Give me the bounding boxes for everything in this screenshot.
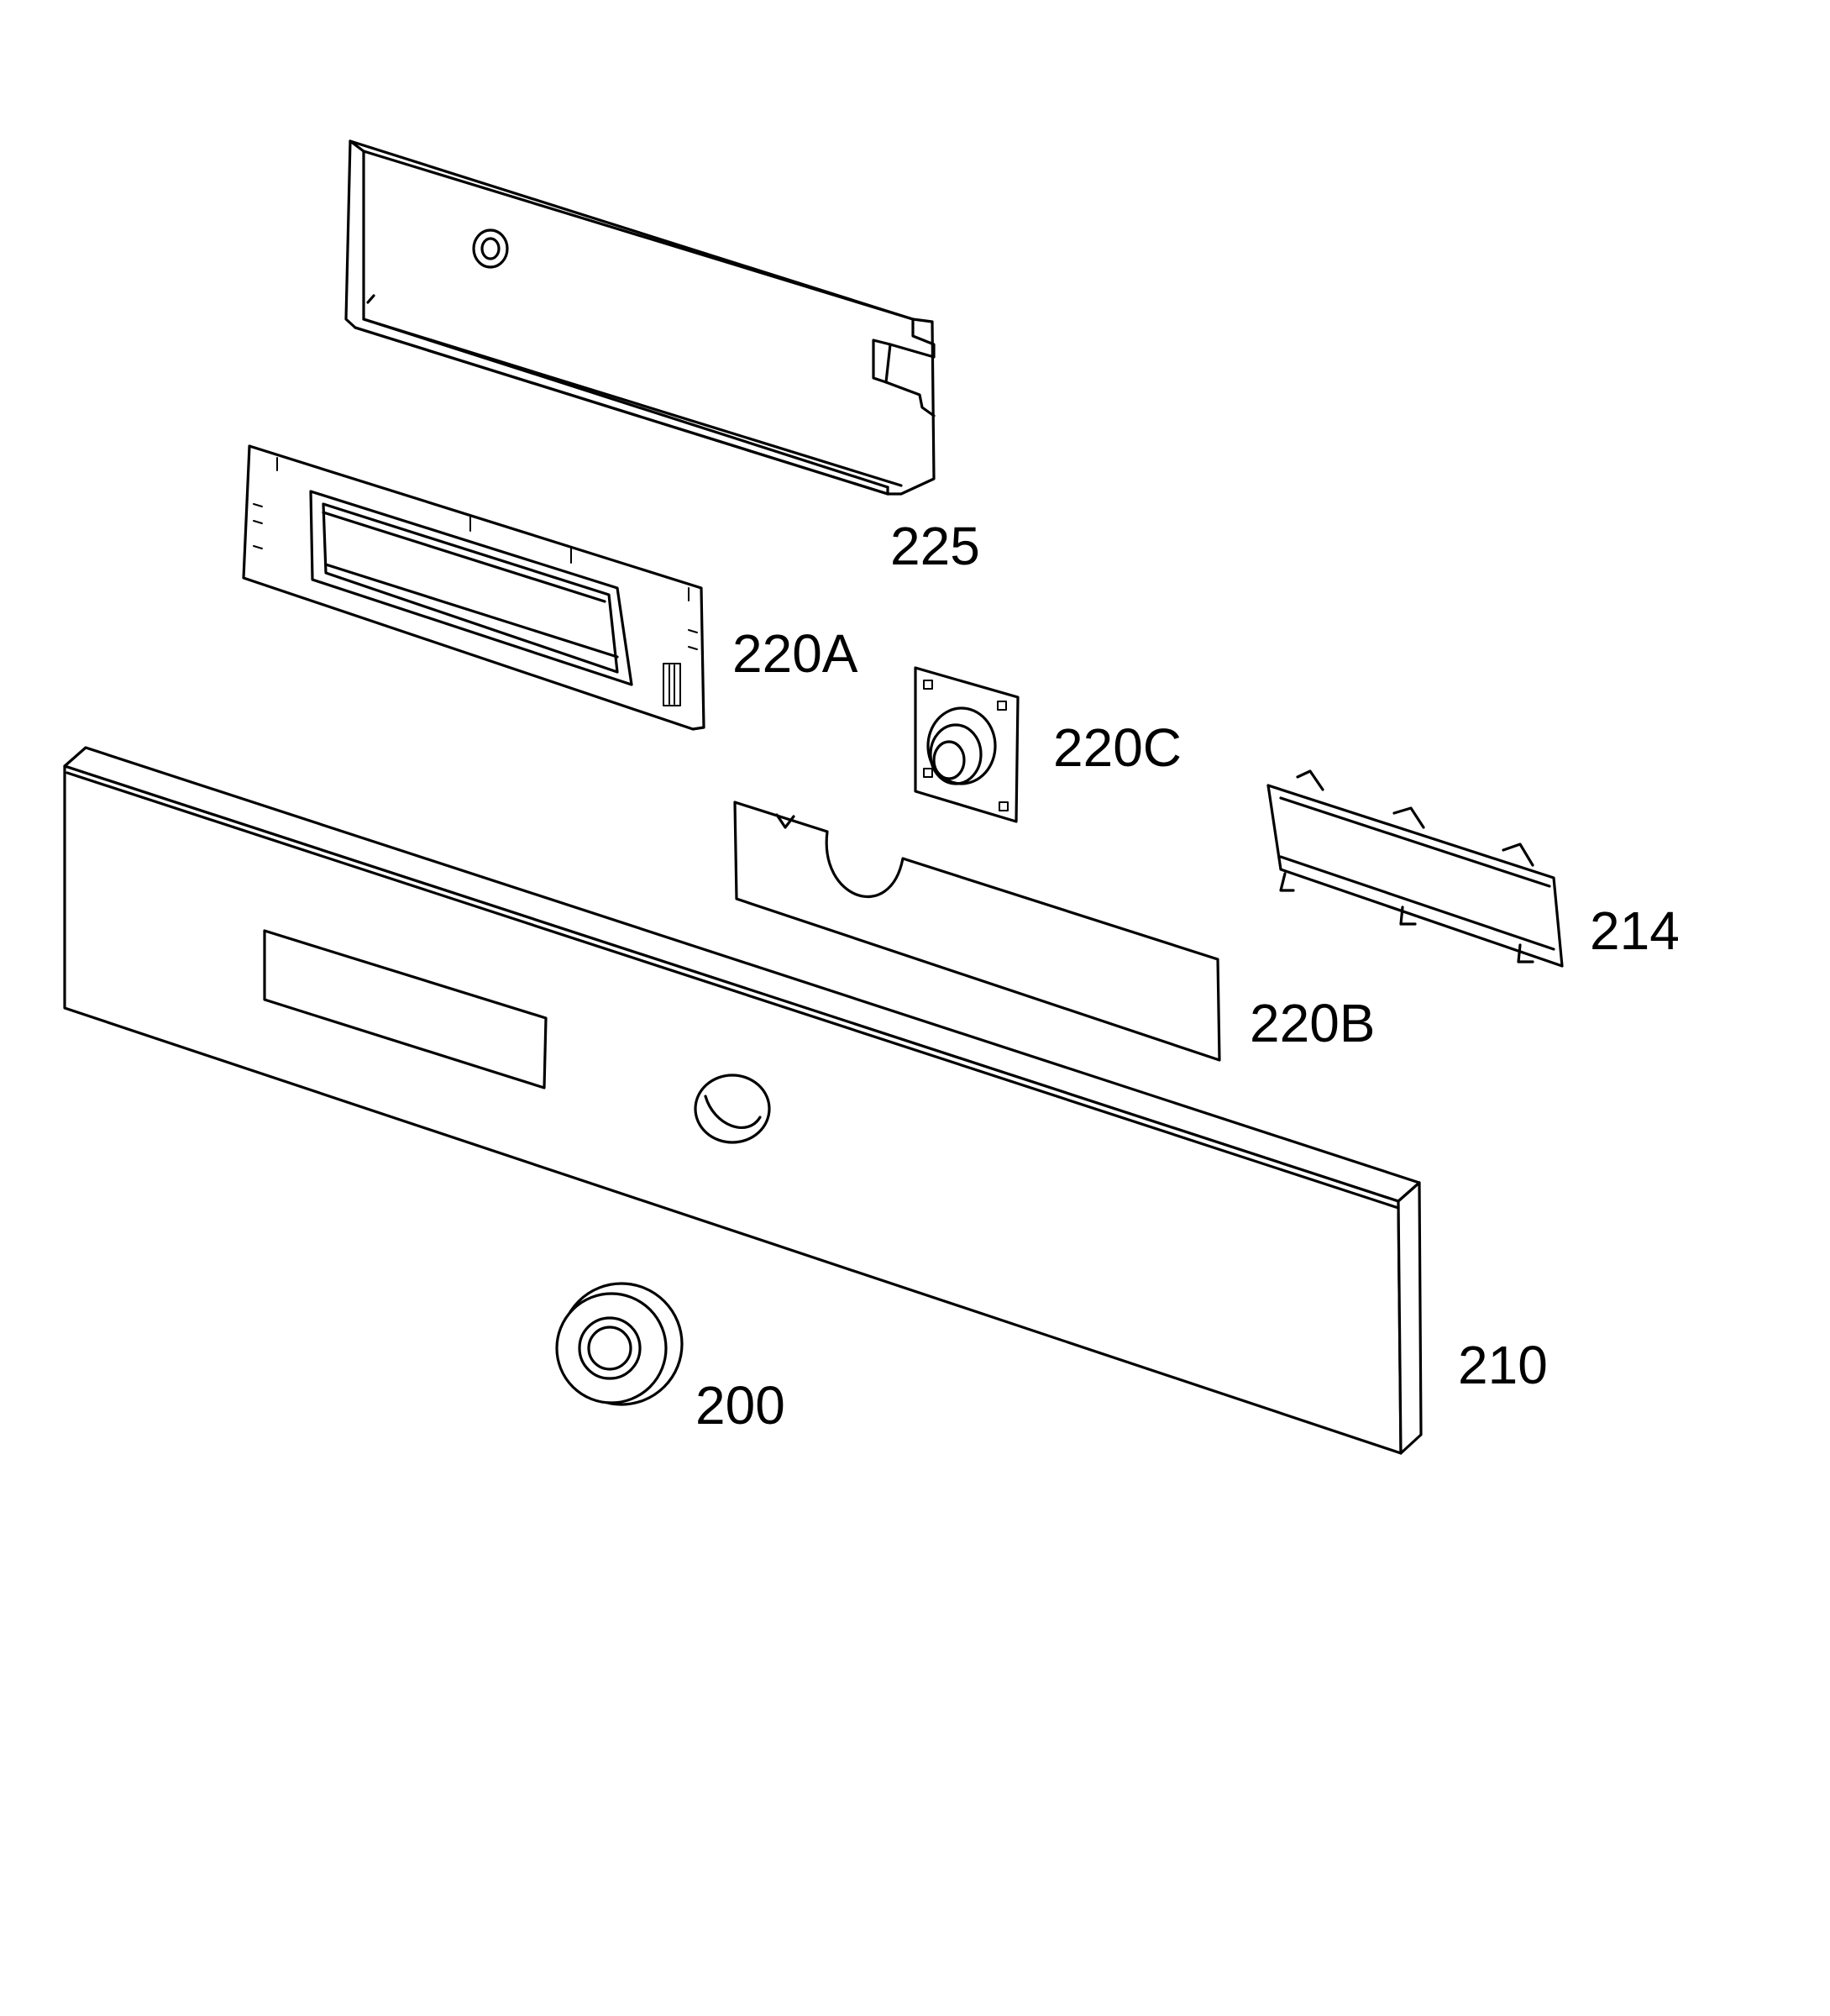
part-220C-rotary-encoder xyxy=(914,666,1020,823)
part-225-cover-bracket xyxy=(344,139,936,496)
part-210-control-panel xyxy=(63,746,1423,1455)
part-220B-gasket-sheet xyxy=(733,801,1221,1062)
callout-214: 214 xyxy=(1590,900,1680,961)
callout-225: 225 xyxy=(890,516,980,576)
callout-200: 200 xyxy=(695,1375,785,1436)
callout-220A: 220A xyxy=(732,623,858,684)
callout-220C: 220C xyxy=(1053,717,1182,778)
callout-220B: 220B xyxy=(1250,993,1375,1053)
part-214-latch-bracket xyxy=(1266,769,1564,968)
callout-210: 210 xyxy=(1458,1335,1548,1395)
part-200-knob xyxy=(555,1282,684,1406)
part-220A-control-board xyxy=(242,444,705,731)
